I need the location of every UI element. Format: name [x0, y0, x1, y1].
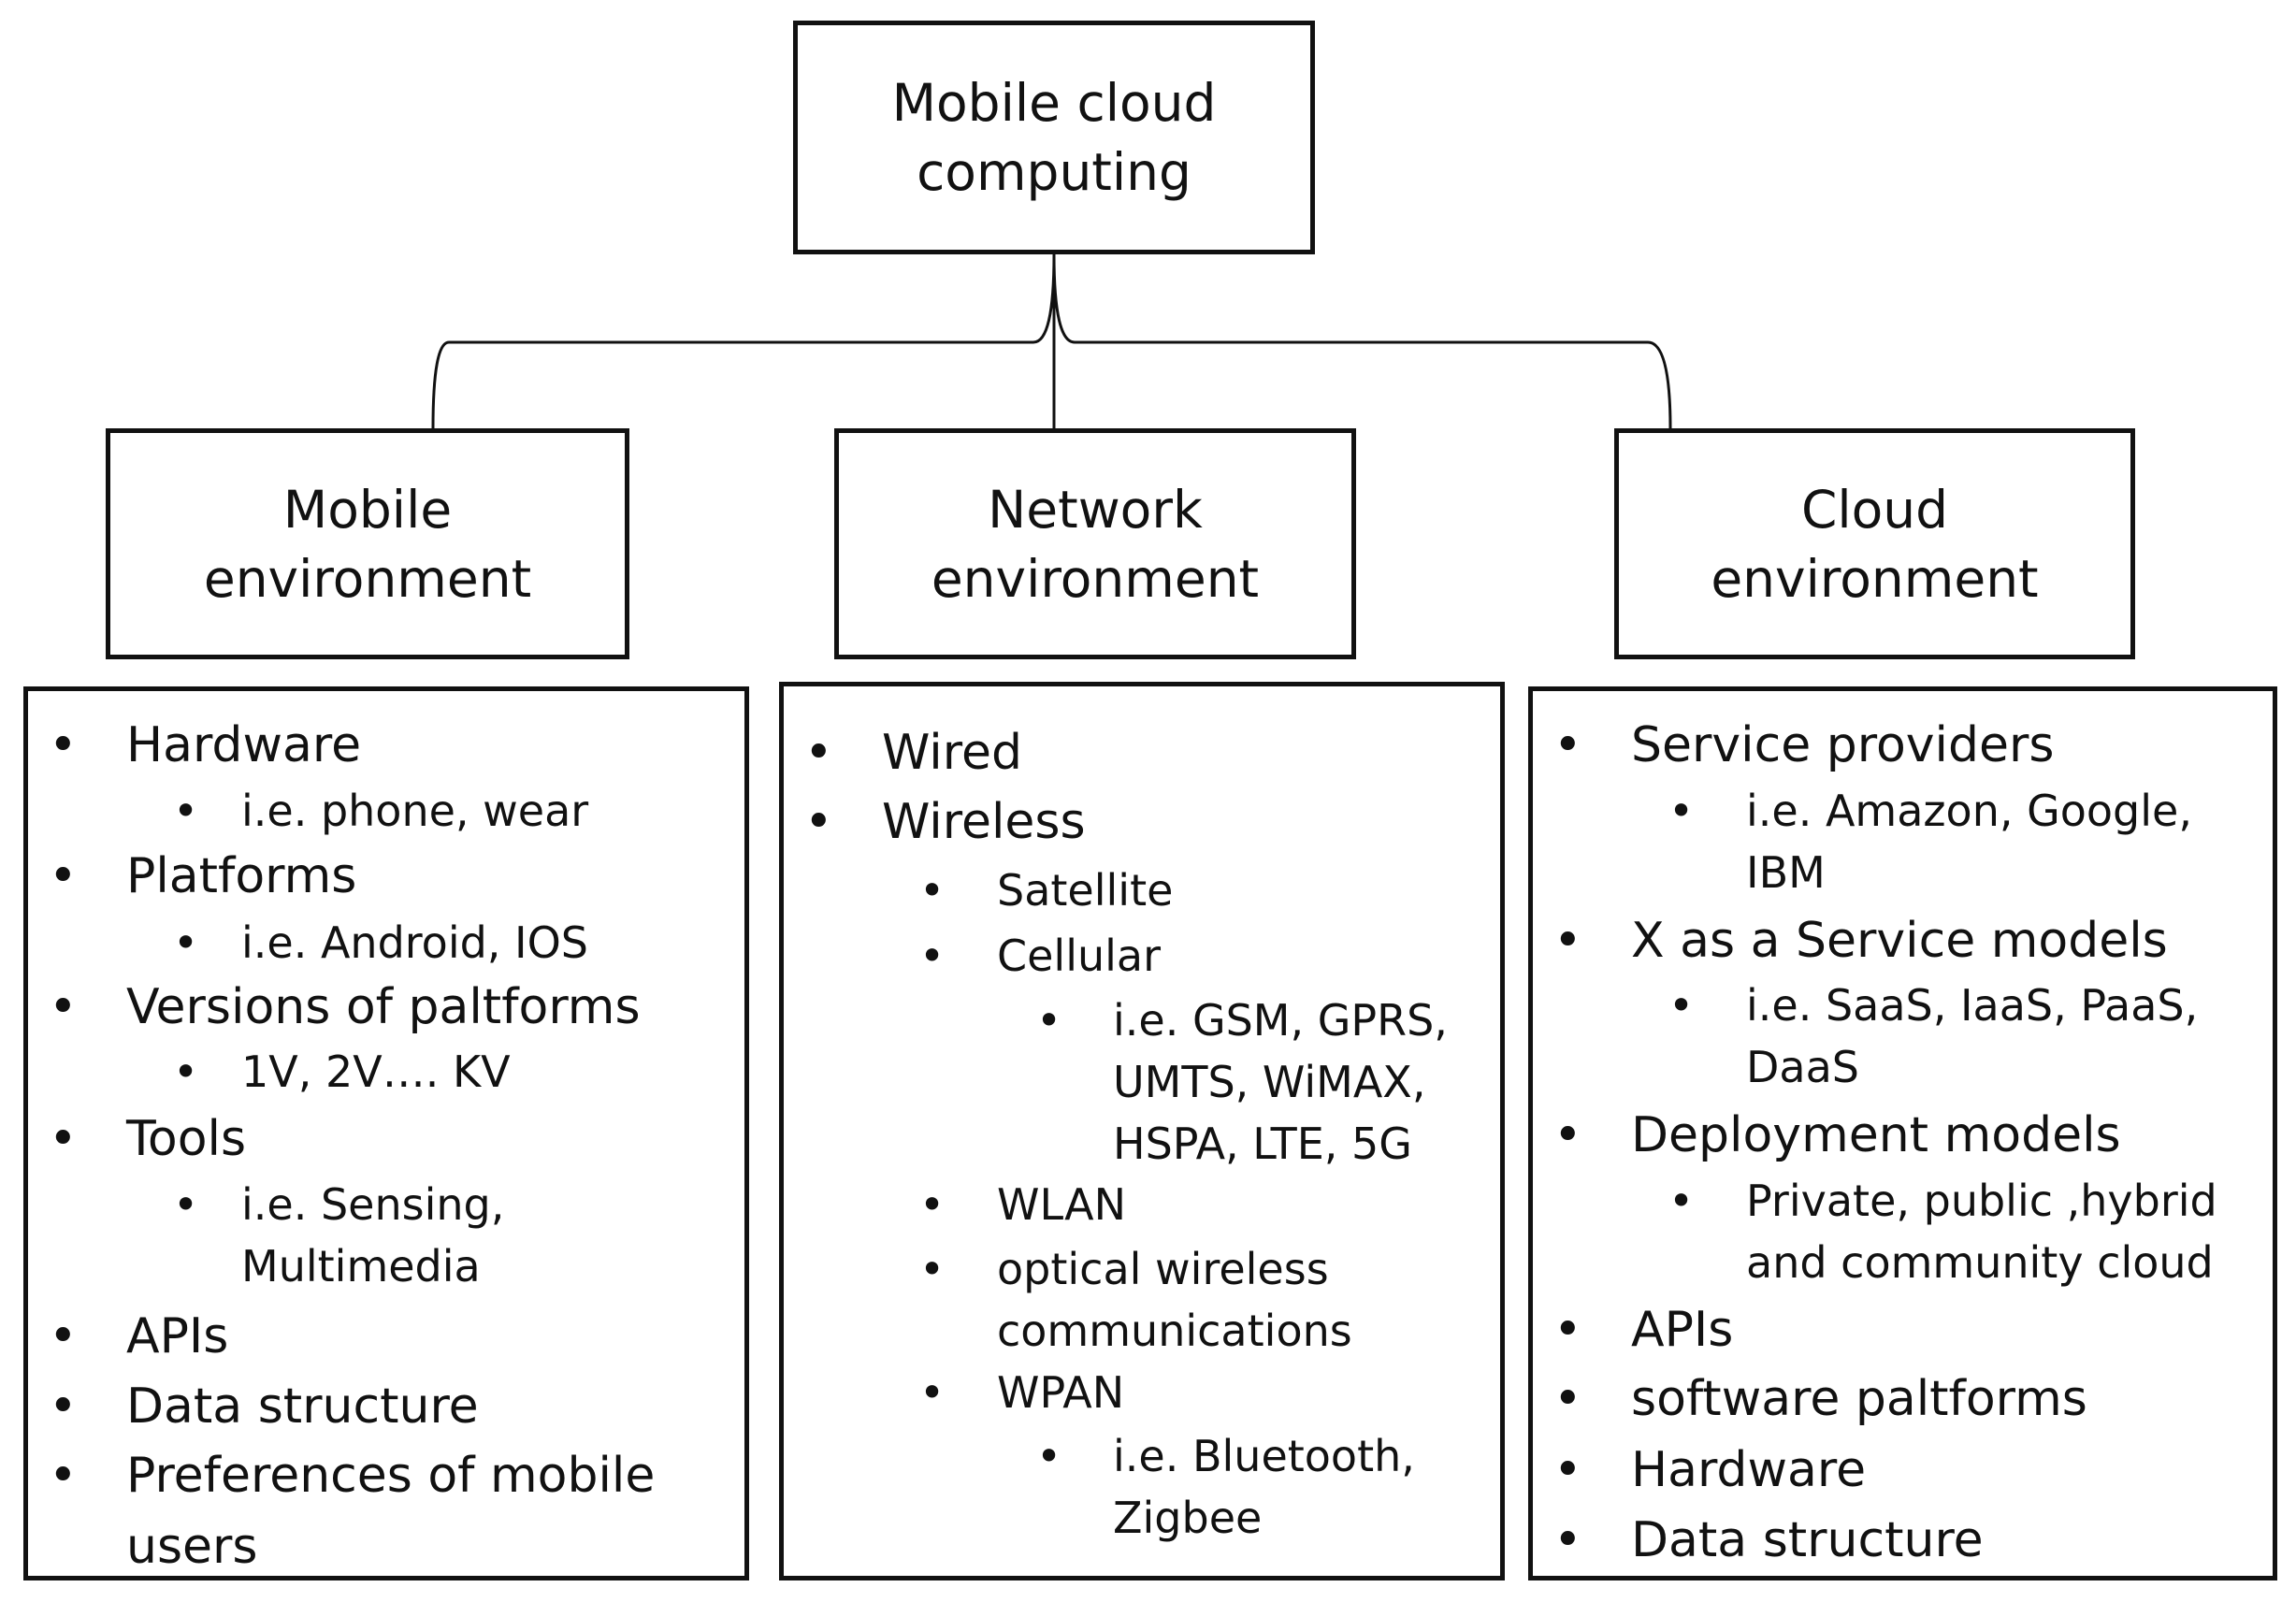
list-bullet: • [173, 1046, 199, 1097]
list-bullet: • [919, 931, 946, 981]
list-bullet: • [1668, 786, 1695, 836]
list-bullet: • [1553, 717, 1582, 773]
cloud-environment-list-box: • Service providers • i.e. Amazon, Google, I… [1528, 686, 2277, 1580]
list-item: Hardware [1631, 1442, 1867, 1498]
connector-to-mobile [431, 253, 1056, 429]
root-node-label: Mobile cloud computing [891, 73, 1217, 202]
list-subitem: i.e. SaaS, IaaS, PaaS, [1746, 980, 2199, 1031]
list-bullet: • [49, 1448, 78, 1504]
network-environment-label: Network environment [931, 479, 1260, 609]
cloud-environment-list: • Service providers • i.e. Amazon, Google, I… [1533, 691, 2273, 1576]
list-bullet: • [49, 1111, 78, 1167]
list-item: Wireless [882, 794, 1086, 850]
list-bullet: • [173, 917, 199, 968]
list-bullet: • [919, 1179, 946, 1230]
list-subitem: Cellular [997, 931, 1162, 981]
list-subitem: i.e. Sensing, [241, 1179, 505, 1230]
list-subitem: HSPA, LTE, 5G [1113, 1119, 1412, 1169]
list-subitem: WPAN [997, 1367, 1125, 1418]
list-subitem: Multimedia [241, 1241, 481, 1292]
list-item: Deployment models [1631, 1107, 2121, 1163]
list-item: Versions of paltforms [126, 979, 641, 1035]
list-item: Hardware [126, 717, 362, 773]
network-environment-list: • Wired • Wireless • Satellite • Cellular • i.e. … [784, 686, 1500, 1576]
list-item: Data structure [126, 1378, 479, 1435]
list-bullet: • [804, 794, 833, 850]
list-subitem: Zigbee [1113, 1493, 1263, 1543]
list-subitem: i.e. phone, wear [241, 786, 589, 836]
list-bullet: • [804, 725, 833, 781]
list-subitem: and community cloud [1746, 1237, 2214, 1288]
list-subitem: DaaS [1746, 1042, 1859, 1092]
network-environment-list-box: • Wired • Wireless • Satellite • Cellular • i.e. … [779, 682, 1505, 1580]
mobile-environment-list-box: • Hardware • i.e. phone, wear • Platforms • i.e… [23, 686, 749, 1580]
list-item: software paltforms [1631, 1371, 2087, 1427]
list-bullet: • [919, 1367, 946, 1418]
list-item: Wired [882, 725, 1022, 781]
list-item: Preferences of mobile [126, 1448, 656, 1504]
list-bullet: • [1553, 1371, 1582, 1427]
list-bullet: • [49, 979, 78, 1035]
mobile-environment-label: Mobile environment [203, 479, 532, 609]
list-subitem: optical wireless [997, 1244, 1329, 1294]
list-bullet: • [1668, 980, 1695, 1031]
cloud-environment-label: Cloud environment [1711, 479, 2039, 609]
network-environment-box: Network environment [834, 428, 1356, 659]
list-bullet: • [49, 717, 78, 773]
list-bullet: • [1036, 995, 1062, 1046]
list-subitem: i.e. Android, IOS [241, 917, 589, 968]
list-bullet: • [919, 865, 946, 916]
list-bullet: • [1668, 1176, 1695, 1226]
list-item: Data structure [1631, 1512, 1984, 1568]
mobile-environment-box: Mobile environment [106, 428, 629, 659]
list-subitem: i.e. GSM, GPRS, [1113, 995, 1448, 1046]
list-bullet: • [49, 848, 78, 904]
list-bullet: • [49, 1308, 78, 1364]
list-subitem: communications [997, 1306, 1352, 1356]
list-item: X as a Service models [1631, 913, 2168, 969]
list-item: Service providers [1631, 717, 2055, 773]
list-item: users [126, 1519, 258, 1575]
list-item: Platforms [126, 848, 357, 904]
list-bullet: • [1553, 913, 1582, 969]
list-item: APIs [126, 1308, 229, 1364]
list-bullet: • [173, 786, 199, 836]
list-subitem: i.e. Bluetooth, [1113, 1431, 1415, 1481]
list-bullet: • [173, 1179, 199, 1230]
list-subitem: Satellite [997, 865, 1174, 916]
cloud-environment-box: Cloud environment [1614, 428, 2135, 659]
list-subitem: IBM [1746, 847, 1826, 898]
list-subitem: i.e. Amazon, Google, [1746, 786, 2192, 836]
list-item: APIs [1631, 1302, 1734, 1358]
list-bullet: • [1553, 1442, 1582, 1498]
list-bullet: • [1036, 1431, 1062, 1481]
list-subitem: WLAN [997, 1179, 1127, 1230]
list-item: Tools [126, 1111, 247, 1167]
list-bullet: • [1553, 1107, 1582, 1163]
connector-to-cloud [1052, 253, 1672, 429]
list-bullet: • [1553, 1512, 1582, 1568]
list-bullet: • [919, 1244, 946, 1294]
list-subitem: 1V, 2V…. KV [241, 1046, 511, 1097]
list-bullet: • [49, 1378, 78, 1435]
mobile-environment-list: • Hardware • i.e. phone, wear • Platforms • i.e… [28, 691, 744, 1576]
root-node-box: Mobile cloud computing [793, 21, 1315, 254]
list-subitem: UMTS, WiMAX, [1113, 1057, 1426, 1107]
list-bullet: • [1553, 1302, 1582, 1358]
list-subitem: Private, public ,hybrid [1746, 1176, 2217, 1226]
